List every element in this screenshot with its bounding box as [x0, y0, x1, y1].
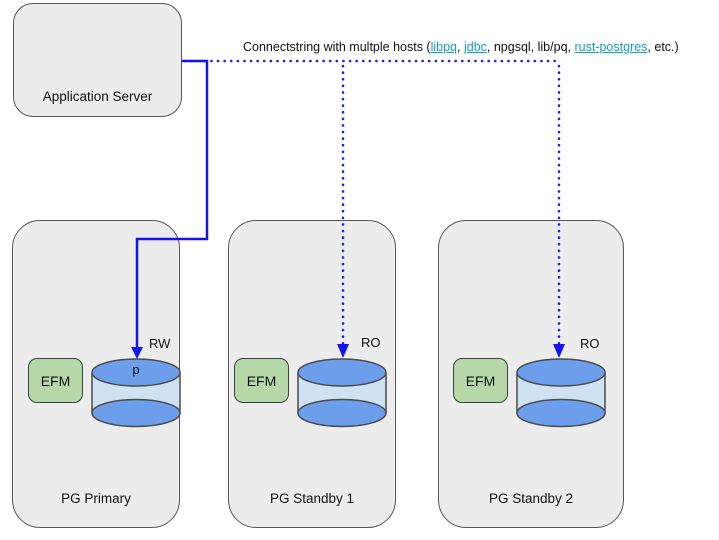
efm-label: EFM: [246, 372, 277, 389]
link-rust-postgres[interactable]: rust-postgres: [574, 40, 648, 54]
link-jdbc[interactable]: jdbc: [463, 40, 487, 54]
ro-label-standby-2: RO: [580, 336, 600, 351]
primary-db-label: p: [132, 362, 140, 377]
node-pg-standby-2-title: PG Standby 2: [488, 491, 574, 506]
database-cylinder-icon: [516, 358, 606, 428]
note-text: Connectstring with multple hosts (: [243, 40, 431, 54]
ro-label-standby-1: RO: [361, 335, 381, 350]
efm-label: EFM: [465, 372, 496, 389]
database-cylinder-icon: [297, 358, 387, 428]
efm-label: EFM: [40, 372, 71, 389]
database-cylinder-icon: [91, 358, 181, 428]
link-libpq[interactable]: libpq: [430, 40, 458, 54]
connect-string-note: Connectstring with multple hosts (libpq,…: [243, 40, 679, 54]
efm-badge-standby-1: EFM: [234, 358, 289, 403]
node-pg-standby-1-title: PG Standby 1: [269, 491, 355, 506]
application-server-label: Application Server: [42, 89, 153, 104]
note-text: , npgsql, lib/pq,: [486, 40, 575, 54]
application-server-box: Application Server: [13, 3, 182, 117]
note-text: , etc.): [647, 40, 679, 54]
database-cylinder-standby-2: [515, 358, 607, 428]
note-text: ,: [457, 40, 464, 54]
rw-label: RW: [149, 336, 171, 351]
efm-badge-primary: EFM: [28, 358, 83, 403]
efm-badge-standby-2: EFM: [453, 358, 508, 403]
node-pg-primary-title: PG Primary: [61, 491, 131, 506]
database-cylinder-standby-1: [296, 358, 388, 428]
database-cylinder-primary: [90, 358, 182, 428]
